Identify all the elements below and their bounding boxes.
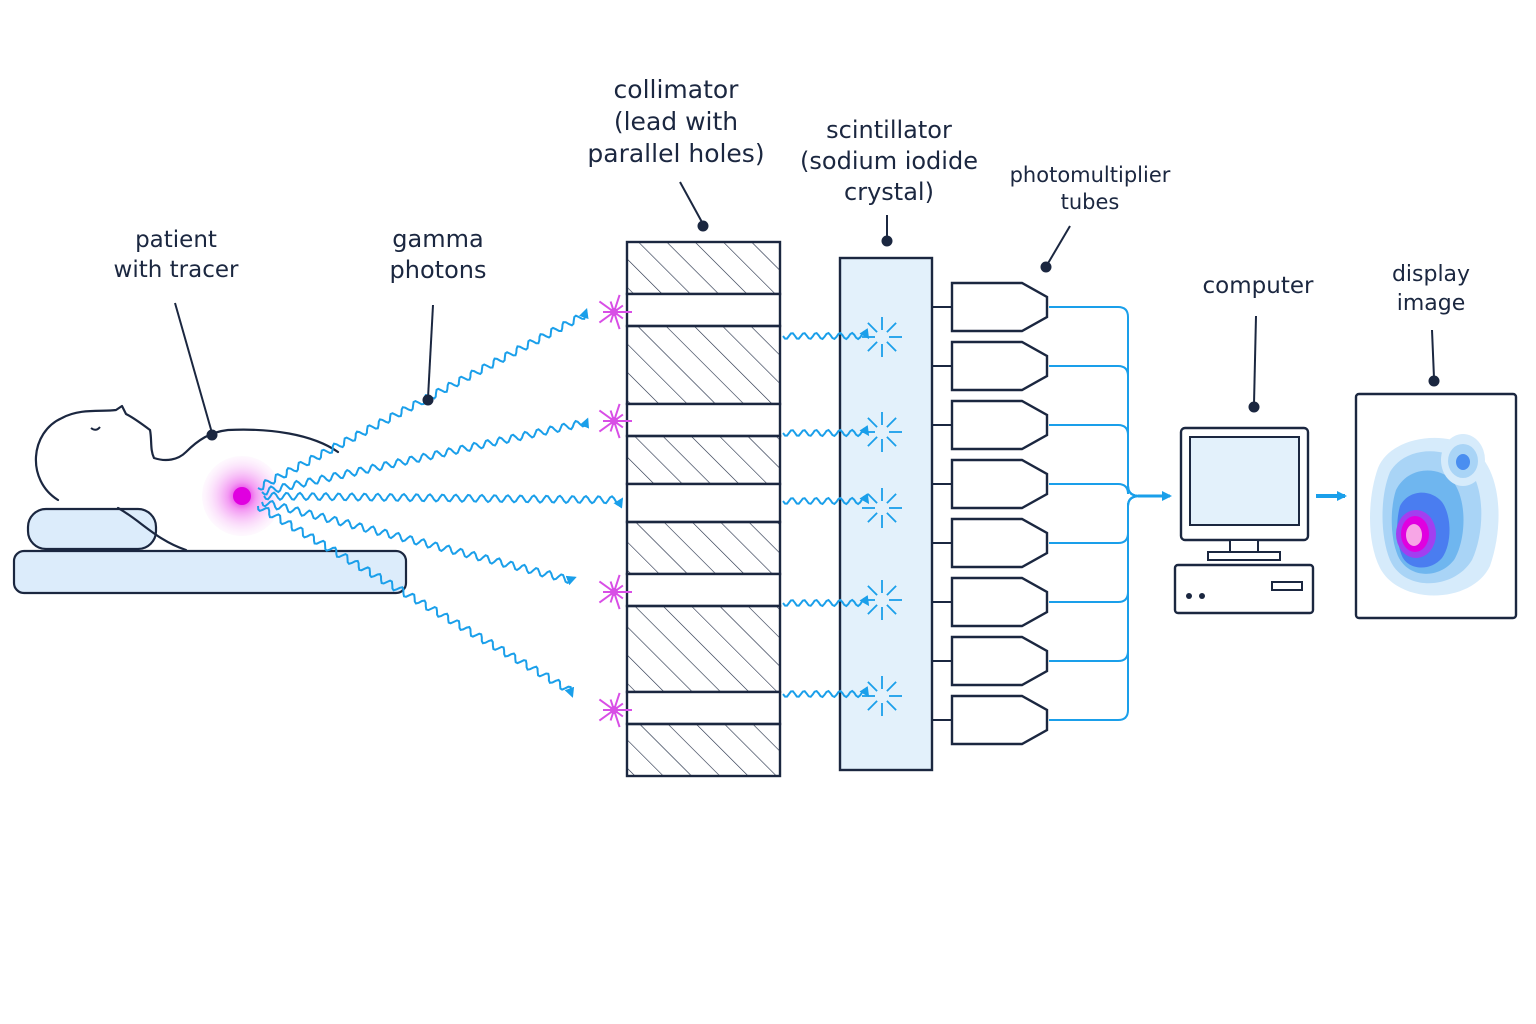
computer: [1173, 426, 1315, 615]
transmitted-photon-3: [782, 493, 870, 506]
label-photomultiplier-tubes: photomultiplier tubes: [1008, 162, 1172, 216]
gamma-photon-wave-2: [261, 417, 590, 496]
signal-line-3: [1049, 424, 1141, 497]
computer-case-icon: [1173, 563, 1315, 615]
eye-icon: [90, 426, 101, 431]
label-scintillator-line-3: crystal): [844, 178, 934, 207]
scintillation-burst-icon-5: [862, 676, 902, 716]
transmitted-photon-5: [782, 686, 870, 699]
monitor-screen: [1189, 436, 1300, 526]
flash-icon-1: [598, 294, 632, 330]
signal-line-7: [1049, 495, 1141, 662]
pmt-signal-lines: [1049, 306, 1172, 721]
label-patient-line-1: patient: [135, 227, 217, 253]
label-gamma-line-2: photons: [389, 256, 487, 285]
transmitted-photon-1: [782, 328, 870, 341]
display-image: [1354, 392, 1518, 620]
photomultiplier-tube-icon-6: [950, 576, 1049, 628]
label-display-line-2: image: [1396, 290, 1466, 316]
photomultiplier-tube-icon-7: [950, 635, 1049, 687]
label-scintillator-line-1: scintillator: [826, 116, 952, 144]
scintillation-burst-icon-2: [862, 412, 902, 452]
photomultiplier-tube-icon-5: [950, 517, 1049, 569]
bed: [12, 549, 408, 595]
tracer-source: [233, 487, 251, 505]
label-collimator-line-2: (lead with: [613, 107, 739, 136]
flash-icon-2: [598, 403, 632, 439]
scintillation-burst-icon-3: [862, 488, 902, 528]
label-scintillator: scintillator (sodium iodide crystal): [798, 115, 980, 209]
photomultiplier-tube-icon-1: [950, 281, 1049, 333]
transmitted-photon-2: [782, 425, 870, 438]
label-display-line-1: display: [1391, 262, 1471, 287]
gamma-photon-wave-4: [261, 499, 577, 586]
gamma-photon-wave-5: [257, 505, 575, 698]
transmitted-photon-4: [782, 595, 870, 608]
photomultiplier-tube-icon-2: [950, 340, 1049, 392]
label-patient-line-2: with tracer: [113, 256, 239, 283]
signal-line-2: [1049, 365, 1141, 497]
scintillation-burst-icon-1: [862, 317, 902, 357]
scintillation-burst-icon-4: [862, 580, 902, 620]
gamma-photon-wave-1: [257, 308, 589, 491]
label-collimator-line-1: collimator: [613, 75, 739, 104]
label-computer: computer: [1190, 272, 1326, 302]
label-collimator: collimator (lead with parallel holes): [574, 74, 778, 170]
signal-line-8: [1049, 495, 1141, 721]
photomultiplier-tube-icon-8: [950, 694, 1049, 746]
scintillation-bursts: [862, 317, 902, 716]
patient-outline-icon: [34, 404, 340, 552]
signal-line-1: [1049, 306, 1141, 497]
signal-line-4: [1049, 483, 1141, 497]
interaction-flashes: [598, 294, 632, 728]
label-display-image: display image: [1370, 261, 1492, 318]
leader-lines: [174, 181, 1440, 441]
photomultiplier-tubes: [932, 281, 1049, 746]
scintillator-crystal: [838, 256, 934, 772]
label-pmt-line-1: photomultiplier: [1009, 163, 1171, 187]
label-pmt-line-2: tubes: [1060, 189, 1120, 214]
label-gamma-photons: gamma photons: [373, 224, 503, 286]
label-collimator-line-3: parallel holes): [587, 139, 765, 168]
photomultiplier-tube-icon-4: [950, 458, 1049, 510]
label-computer-line-1: computer: [1202, 273, 1314, 299]
flash-icon-3: [598, 574, 632, 610]
flash-icon-4: [598, 692, 632, 728]
collimator: [625, 240, 782, 778]
gamma-photon-wave-3: [263, 491, 624, 509]
heatmap-display-icon: [1370, 434, 1499, 596]
pillow: [26, 507, 158, 551]
label-patient: patient with tracer: [98, 226, 254, 286]
patient: [12, 404, 408, 595]
label-gamma-line-1: gamma: [392, 225, 484, 253]
label-scintillator-line-2: (sodium iodide: [800, 147, 978, 176]
photomultiplier-tube-icon-3: [950, 399, 1049, 451]
signal-line-5: [1049, 495, 1141, 544]
signal-line-6: [1049, 495, 1141, 603]
